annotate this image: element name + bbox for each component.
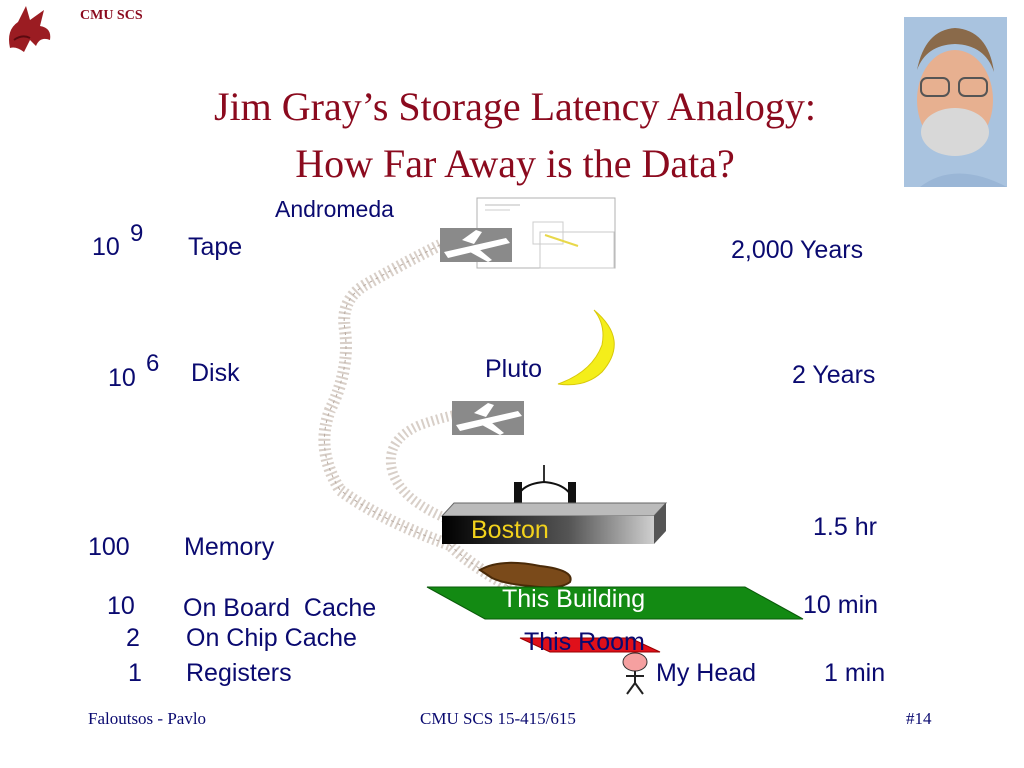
- slide-title-line1: Jim Gray’s Storage Latency Analogy:: [213, 84, 817, 129]
- tape-label: Tape: [188, 233, 243, 261]
- disk-analogy: 2 Years: [792, 361, 876, 389]
- tape-analogy: 2,000 Years: [731, 236, 864, 264]
- disk-label: Disk: [191, 359, 240, 387]
- airplane-icon: [440, 228, 512, 262]
- building-label: This Building: [502, 585, 646, 613]
- room-shape: [519, 637, 661, 653]
- registers-label: Registers: [186, 659, 292, 687]
- footer-course: CMU SCS 15-415/615: [420, 709, 576, 728]
- memory-value: 100: [88, 533, 130, 561]
- registers-analogy: 1 min: [824, 659, 886, 687]
- onboard-label: On Board Cache: [183, 594, 377, 622]
- brain-icon: [478, 561, 572, 589]
- room-label: This Room: [524, 628, 645, 656]
- slide-title-line2: How Far Away is the Data?: [295, 141, 735, 186]
- footer-page-number: #14: [906, 709, 932, 728]
- building-shape: [426, 586, 804, 620]
- disk-exponent: 6: [146, 350, 160, 377]
- memory-label: Memory: [184, 533, 275, 561]
- onboard-analogy: 10 min: [803, 591, 879, 619]
- dragon-logo-icon: [9, 6, 51, 52]
- registers-value: 1: [128, 659, 142, 687]
- crescent-moon-icon: [557, 309, 615, 386]
- head-label: My Head: [656, 659, 757, 687]
- onboard-value: 10: [107, 592, 135, 620]
- org-label: CMU SCS: [80, 8, 143, 23]
- pluto-label: Pluto: [485, 355, 542, 383]
- tape-exponent: 9: [130, 220, 144, 247]
- memory-analogy: 1.5 hr: [813, 513, 877, 541]
- portrait-photo: [904, 17, 1007, 187]
- disk-base: 10: [108, 364, 136, 392]
- onchip-value: 2: [126, 624, 140, 652]
- onchip-label: On Chip Cache: [186, 624, 357, 652]
- stick-figure-icon: [622, 652, 648, 695]
- boston-building-icon: [440, 465, 668, 544]
- tape-base: 10: [92, 233, 120, 261]
- airplane-icon: [452, 401, 524, 435]
- winding-path-2: [385, 410, 457, 525]
- boston-label: Boston: [471, 516, 549, 544]
- footer-author: Faloutsos - Pavlo: [88, 709, 207, 728]
- andromeda-label: Andromeda: [275, 196, 394, 222]
